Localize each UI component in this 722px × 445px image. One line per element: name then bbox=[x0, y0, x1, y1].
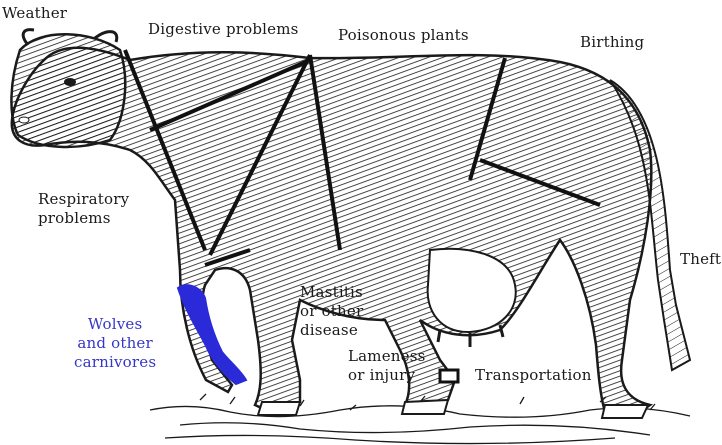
label-lameness: Lameness or injury bbox=[348, 347, 426, 385]
label-poisonous-plants: Poisonous plants bbox=[338, 26, 469, 45]
label-respiratory-problems: Respiratory problems bbox=[38, 190, 129, 228]
cow-head bbox=[11, 34, 125, 147]
label-transportation: Transportation bbox=[475, 366, 592, 385]
label-theft: Theft bbox=[680, 250, 721, 269]
label-birthing: Birthing bbox=[580, 33, 644, 52]
label-wolves: Wolves and other carnivores bbox=[74, 315, 156, 372]
label-digestive-problems: Digestive problems bbox=[148, 20, 299, 39]
label-weather: Weather bbox=[2, 4, 67, 23]
label-mastitis: Mastitis or other disease bbox=[300, 283, 363, 340]
